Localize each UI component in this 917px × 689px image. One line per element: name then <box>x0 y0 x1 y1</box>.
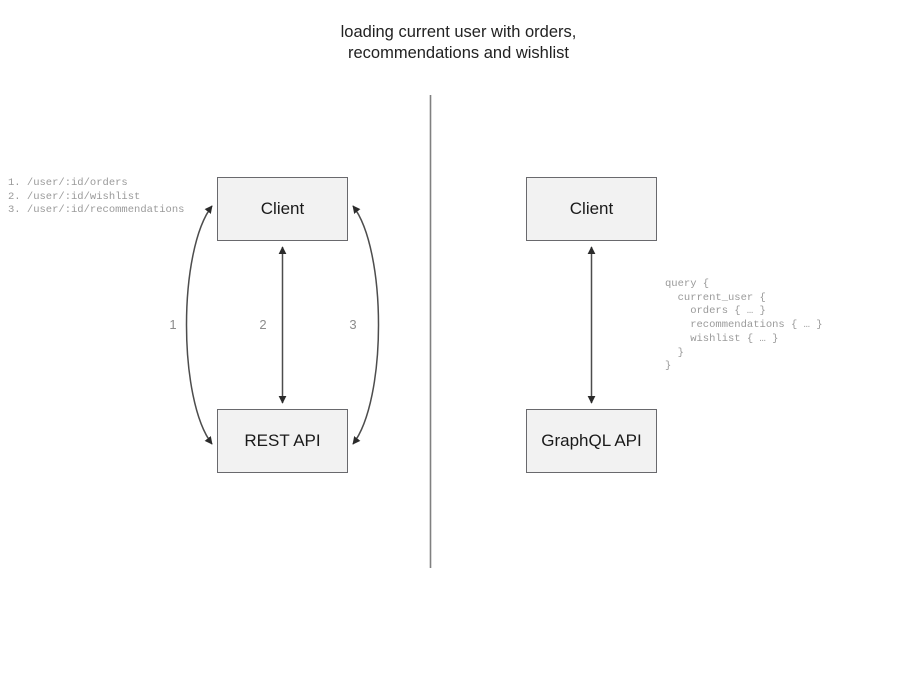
diagram-title: loading current user with orders, recomm… <box>340 23 577 62</box>
edge-label-3: 3 <box>349 317 357 332</box>
node-graphql-api[interactable]: GraphQL API <box>526 409 657 473</box>
edge-label-2: 2 <box>259 317 267 332</box>
node-rest-api[interactable]: REST API <box>217 409 348 473</box>
rest-endpoint-list: 1. /user/:id/orders 2. /user/:id/wishlis… <box>8 177 185 217</box>
node-graphql-client[interactable]: Client <box>526 177 657 241</box>
edge-label-1: 1 <box>169 317 177 332</box>
node-rest-api-label: REST API <box>244 431 321 450</box>
node-rest-client[interactable]: Client <box>217 177 348 241</box>
rest-edge-1 <box>185 205 213 445</box>
node-graphql-api-label: GraphQL API <box>541 431 642 450</box>
node-graphql-client-label: Client <box>569 199 614 218</box>
node-rest-client-label: Client <box>260 199 305 218</box>
graphql-query-snippet: query { current_user { orders { … } reco… <box>665 278 823 373</box>
